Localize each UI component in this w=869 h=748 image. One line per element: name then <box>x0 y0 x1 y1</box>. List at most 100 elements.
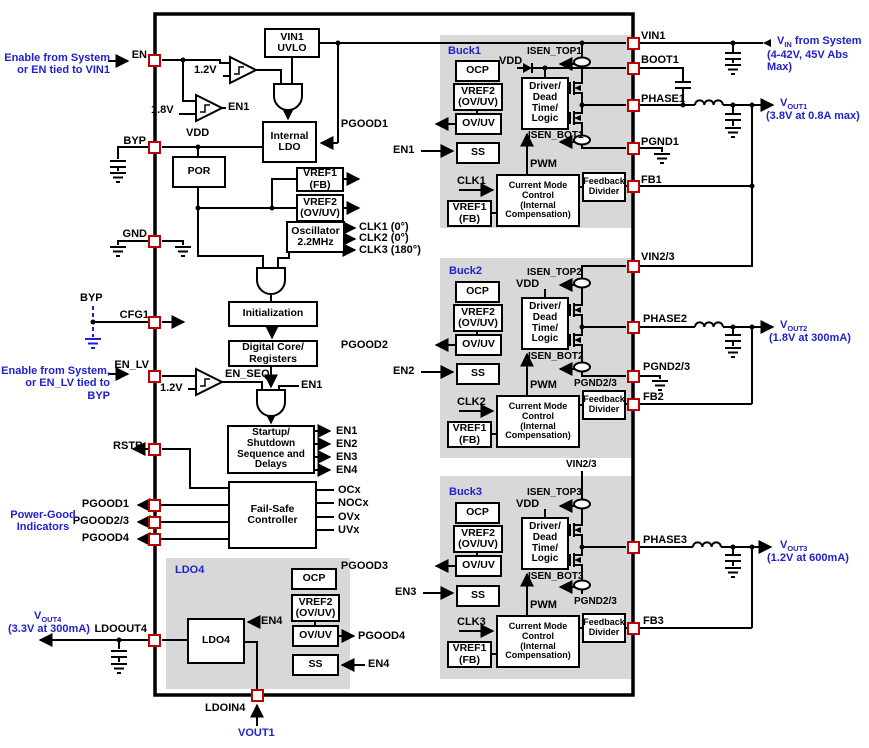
buck1-ss: SS <box>456 142 500 164</box>
vout2-note-detail: (1.8V at 300mA) <box>769 332 851 344</box>
pin-label-vin1: VIN1 <box>641 30 666 42</box>
vout4-note-detail: (3.3V at 300mA) <box>8 623 90 635</box>
and-gate-uvlo-en <box>273 83 303 111</box>
pin-ldoin4 <box>251 689 264 702</box>
and-gate-enseq <box>256 389 286 417</box>
buck1-ocp: OCP <box>455 60 500 82</box>
buck3-isen-bot: ISEN_BOT3 <box>528 571 584 582</box>
vout1-note-detail: (3.8V at 0.8A max) <box>766 110 860 122</box>
buck3-ss: SS <box>456 585 500 607</box>
pgnd1-gnd <box>653 153 671 164</box>
buck1-vref2: VREF2 (OV/UV) <box>453 83 503 111</box>
symbols <box>84 12 771 697</box>
vin-arrowhead <box>763 39 771 47</box>
ref-1v2-en: 1.2V <box>194 64 217 76</box>
buck3-vref2: VREF2 (OV/UV) <box>453 525 503 553</box>
isen-top3-sensor <box>573 498 591 510</box>
pin-fb3 <box>627 622 640 635</box>
en2-seq-out: EN2 <box>336 438 358 450</box>
pin-pgood23 <box>148 516 161 529</box>
block-initialization: Initialization <box>228 301 318 327</box>
buck3-driver: Driver/ Dead Time/ Logic <box>521 517 569 570</box>
enable-enlv-note: Enable from System, or EN_LV tied to BYP <box>1 365 110 402</box>
boot1-cap <box>674 81 692 89</box>
pin-label-phase3: PHASE3 <box>643 534 688 546</box>
ldo4-block: LDO4 <box>187 618 245 664</box>
pgnd23-gnd <box>651 380 669 391</box>
byp-gnd <box>109 172 127 183</box>
buck3-fbdiv: Feedback Divider <box>582 613 626 643</box>
block-digital-core: Digital Core/ Registers <box>228 340 318 367</box>
gnd-int <box>174 246 192 257</box>
buck2-pgnd-net: PGND2/3 <box>574 378 617 389</box>
vout1-cap <box>724 113 742 121</box>
pin-label-en: EN <box>131 49 147 61</box>
buck2-ocp: OCP <box>455 281 500 303</box>
comparator-1v2-enlv <box>195 367 225 397</box>
uvx-label: UVx <box>338 524 360 536</box>
pin-rstb <box>148 443 161 456</box>
pin-pgood1 <box>148 499 161 512</box>
buck1-en-label: EN1 <box>393 144 415 156</box>
vout3-note: VOUT3 <box>780 539 808 554</box>
vout3-note-detail: (1.2V at 600mA) <box>767 552 849 564</box>
buck2-ovuv: OV/UV <box>455 334 502 356</box>
ldo4-ss: SS <box>292 654 339 676</box>
pin-label-pgood4: PGOOD4 <box>81 532 129 544</box>
en-seq-label: EN_SEQ <box>225 368 270 380</box>
buck1-cmc: Current Mode Control (Internal Compensat… <box>496 174 580 227</box>
buck3-vref1: VREF1 (FB) <box>447 641 492 668</box>
buck2-en-label: EN2 <box>393 365 415 377</box>
pin-label-phase2: PHASE2 <box>643 313 688 325</box>
block-startup-sequence: Startup/ Shutdown Sequence and Delays <box>227 425 315 474</box>
pin-cfg1 <box>148 316 161 329</box>
pin-boot1 <box>627 62 640 75</box>
block-vin1-uvlo: VIN1 UVLO <box>264 28 320 58</box>
buck2-vref1: VREF1 (FB) <box>447 421 492 448</box>
vout2-note: VOUT2 <box>780 319 808 334</box>
pin-label-byp: BYP <box>123 135 146 147</box>
buck3-pgood-label: PGOOD3 <box>340 560 388 572</box>
buck1-ovuv: OV/UV <box>455 113 502 135</box>
buck1-fbdiv: Feedback Divider <box>582 172 626 202</box>
ldo4-en4-label: EN4 <box>261 615 283 627</box>
pin-label-boot1: BOOT1 <box>641 54 679 66</box>
ocx-label: OCx <box>338 484 361 496</box>
pin-label-pgnd1: PGND1 <box>641 136 679 148</box>
pin-label-pgood1: PGOOD1 <box>81 498 129 510</box>
buck1-isen-top: ISEN_TOP1 <box>527 46 582 57</box>
pin-label-fb2: FB2 <box>643 391 664 403</box>
pin-phase3 <box>627 541 640 554</box>
pin-label-pgnd23: PGND2/3 <box>643 361 691 373</box>
buck2-vdd-label: VDD <box>516 278 540 290</box>
buck2-driver: Driver/ Dead Time/ Logic <box>521 297 569 350</box>
ref-1v2-enlv: 1.2V <box>160 382 183 394</box>
pin-vin1 <box>627 37 640 50</box>
buck3-highside-fet <box>569 519 583 541</box>
clk2-out: CLK2 (0°) <box>359 232 409 244</box>
buck2-ss: SS <box>456 363 500 385</box>
block-vref1: VREF1 (FB) <box>296 167 344 192</box>
vdd-label: VDD <box>186 127 210 139</box>
buck2-fbdiv: Feedback Divider <box>582 390 626 420</box>
buck3-cmc: Current Mode Control (Internal Compensat… <box>496 615 580 668</box>
block-internal-ldo: Internal LDO <box>262 121 317 163</box>
buck2-lowside-fet <box>569 329 583 351</box>
pin-gnd <box>148 235 161 248</box>
buck3-title: Buck3 <box>449 486 483 498</box>
buck1-isen-bot: ISEN_BOT1 <box>528 130 584 141</box>
vout2-gnd <box>724 347 742 358</box>
buck3-pwm-label: PWM <box>530 599 557 611</box>
buck3-vin-net: VIN2/3 <box>566 459 597 470</box>
buck2-isen-bot: ISEN_BOT2 <box>528 351 584 362</box>
buck1-vdd-label: VDD <box>499 55 523 67</box>
en1-comparator-out: EN1 <box>228 101 250 113</box>
pin-label-phase1: PHASE1 <box>641 93 686 105</box>
buck1-vref1: VREF1 (FB) <box>447 200 492 227</box>
pin-pgnd23 <box>627 370 640 383</box>
pin-label-gnd: GND <box>122 228 147 240</box>
buck3-vdd-label: VDD <box>516 498 540 510</box>
vin-note-detail: (4-42V, 45V Abs Max) <box>767 49 849 74</box>
pin-label-fb3: FB3 <box>643 615 664 627</box>
